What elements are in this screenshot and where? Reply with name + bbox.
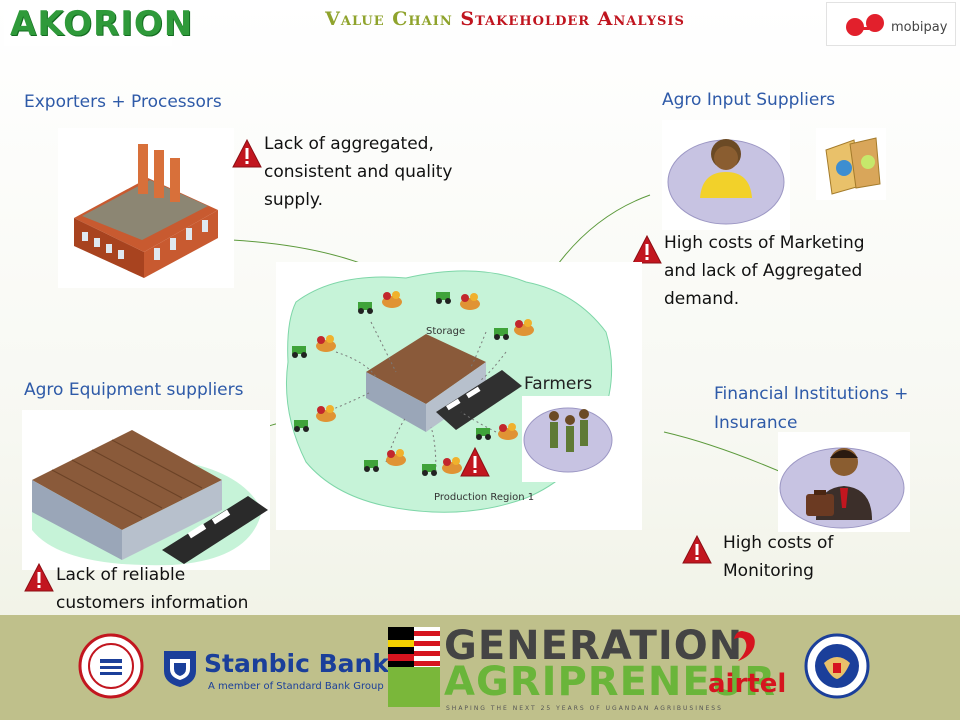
- warning-icon: [24, 562, 54, 592]
- farmers-group-icon: [522, 396, 614, 482]
- production-region-map: Storage Production Region 1: [276, 262, 642, 530]
- agro-equipment-issue: Lack of reliable customers information: [56, 561, 248, 617]
- agro-input-issue-line-1: High costs of Marketing: [664, 233, 865, 253]
- exporters-issue-line-1: Lack of aggregated,: [264, 134, 434, 154]
- warning-icon: [632, 234, 662, 264]
- title-part-2: Stakeholder Analysis: [460, 8, 685, 30]
- warning-icon: [232, 138, 262, 168]
- agro-input-issue-line-3: demand.: [664, 289, 740, 309]
- agripreneur-title: AGRIPRENEUR: [444, 659, 776, 705]
- agro-input-issue: High costs of Marketing and lack of Aggr…: [664, 229, 865, 313]
- agro-equipment-issue-line-1: Lack of reliable: [56, 565, 186, 585]
- akorion-logo: AKORION: [4, 2, 194, 46]
- factory-icon: [58, 128, 234, 288]
- farmers-label: Farmers: [524, 374, 593, 394]
- storage-label: Storage: [426, 326, 465, 337]
- title-part-1: Value Chain: [325, 8, 461, 30]
- exporters-issue: Lack of aggregated, consistent and quali…: [264, 130, 452, 214]
- banker-icon: [778, 432, 910, 532]
- mobipay-logo-text: mobipay: [891, 20, 948, 35]
- mobipay-logo: mobipay: [826, 2, 956, 46]
- financial-issue-line-1: High costs of: [723, 533, 834, 553]
- us-seal-icon: [804, 633, 870, 699]
- financial-issue-line-2: Monitoring: [723, 561, 814, 581]
- stanbic-subtitle: A member of Standard Bank Group: [208, 681, 384, 692]
- airtel-name: airtel: [708, 669, 787, 699]
- exporters-issue-line-2: consistent and quality: [264, 162, 453, 182]
- financial-label-line-1: Financial Institutions +: [714, 384, 909, 404]
- stanbic-logo-icon: [164, 651, 196, 687]
- exporters-label: Exporters + Processors: [24, 92, 222, 112]
- region-label: Production Region 1: [434, 492, 534, 503]
- mobipay-mark-icon: mobipay: [846, 14, 948, 36]
- warning-icon: [682, 534, 712, 564]
- airtel-mark-icon: [734, 631, 755, 661]
- exporters-issue-line-3: supply.: [264, 190, 323, 210]
- page-title: Value Chain Stakeholder Analysis: [180, 8, 830, 30]
- supplier-person-icon: [662, 120, 790, 230]
- financial-label: Financial Institutions + Insurance: [714, 380, 908, 438]
- agro-input-issue-line-2: and lack of Aggregated: [664, 261, 863, 281]
- stanbic-name: Stanbic Bank: [204, 649, 389, 678]
- seed-packets-icon: [816, 128, 886, 200]
- agro-input-label: Agro Input Suppliers: [662, 90, 836, 110]
- financial-label-line-2: Insurance: [714, 413, 798, 433]
- sponsor-bar: Stanbic Bank A member of Standard Bank G…: [0, 615, 960, 720]
- uganda-seal-icon: [78, 633, 144, 699]
- financial-issue: High costs of Monitoring: [723, 529, 833, 585]
- warehouse-icon: [22, 410, 270, 570]
- flags-mark-icon: [388, 627, 440, 707]
- akorion-logo-text: AKORION: [10, 4, 194, 44]
- generation-title: GENERATION: [444, 623, 744, 669]
- agro-equipment-label: Agro Equipment suppliers: [24, 380, 244, 400]
- agripreneur-tagline: SHAPING THE NEXT 25 YEARS OF UGANDAN AGR…: [446, 705, 723, 712]
- agro-equipment-issue-line-2: customers information: [56, 593, 249, 613]
